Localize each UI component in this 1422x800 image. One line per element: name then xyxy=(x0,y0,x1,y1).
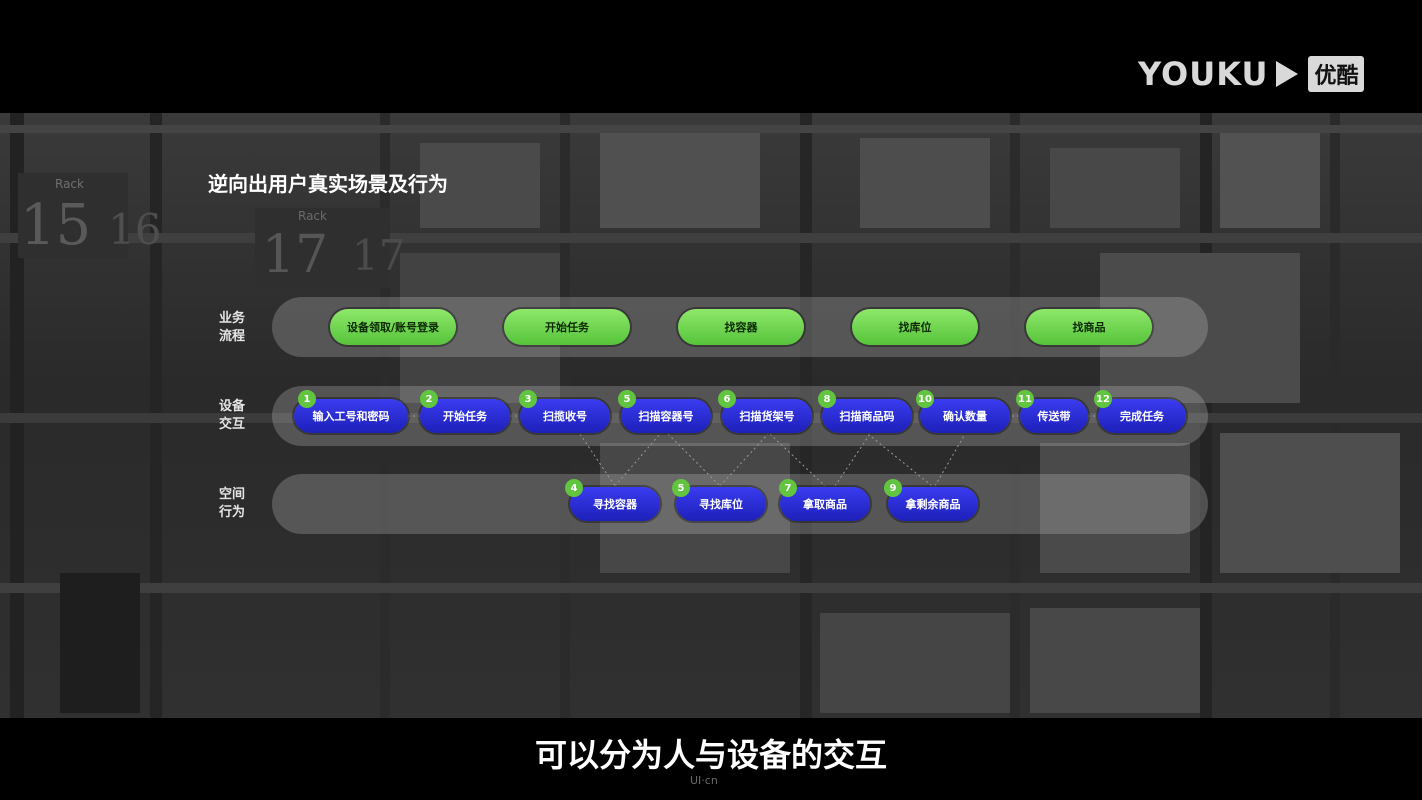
letterbox-bottom xyxy=(0,718,1422,800)
step-number-badge: 10 xyxy=(916,390,934,408)
step-number-badge: 3 xyxy=(519,390,537,408)
device-step-label: 确认数量 xyxy=(943,410,987,423)
slide-title: 逆向出用户真实场景及行为 xyxy=(208,172,448,196)
site-watermark: UI·cn xyxy=(690,774,718,787)
flow-step-login[interactable]: 设备领取/账号登录 xyxy=(330,309,456,345)
flow-step-label: 找商品 xyxy=(1072,321,1106,334)
device-step-label: 扫描容器号 xyxy=(638,410,694,423)
device-step-label: 扫揽收号 xyxy=(543,410,587,423)
space-step-label: 拿取商品 xyxy=(803,498,847,511)
device-step-label: 传送带 xyxy=(1037,410,1071,423)
step-number-badge: 7 xyxy=(779,479,797,497)
youku-cn-badge: 优酷 xyxy=(1308,56,1365,92)
step-number-badge: 6 xyxy=(718,390,736,408)
step-number-badge: 1 xyxy=(298,390,316,408)
step-number-badge: 11 xyxy=(1016,390,1034,408)
rack-sign-number: 17 xyxy=(262,225,329,285)
flow-step-label: 找库位 xyxy=(898,321,932,334)
youku-logo: YOUKU 优酷 xyxy=(1138,55,1365,93)
row-label-text: 业务流程 xyxy=(218,311,245,344)
flow-step-find-goods[interactable]: 找商品 xyxy=(1026,309,1152,345)
space-step-label: 拿剩余商品 xyxy=(905,498,961,511)
step-number-badge: 4 xyxy=(565,479,583,497)
step-number-badge: 2 xyxy=(420,390,438,408)
space-step-label: 寻找库位 xyxy=(699,498,743,511)
space-step[interactable]: 拿剩余商品 xyxy=(888,487,978,521)
device-step[interactable]: 传送带 xyxy=(1020,399,1088,433)
step-number-badge: 9 xyxy=(884,479,902,497)
step-number-badge: 8 xyxy=(818,390,836,408)
space-step[interactable]: 寻找容器 xyxy=(570,487,660,521)
space-step-label: 寻找容器 xyxy=(593,498,637,511)
device-step-label: 扫描商品码 xyxy=(839,410,895,423)
device-step[interactable]: 确认数量 xyxy=(920,399,1010,433)
flow-step-start-task[interactable]: 开始任务 xyxy=(504,309,630,345)
device-step[interactable]: 扫描货架号 xyxy=(722,399,812,433)
device-step-label: 扫描货架号 xyxy=(739,410,795,423)
device-step[interactable]: 扫描商品码 xyxy=(822,399,912,433)
row-label-text: 设备交互 xyxy=(218,399,245,432)
device-step[interactable]: 扫描容器号 xyxy=(621,399,711,433)
device-step[interactable]: 完成任务 xyxy=(1098,399,1186,433)
device-step-label: 输入工号和密码 xyxy=(312,410,390,423)
flow-step-label: 设备领取/账号登录 xyxy=(346,321,440,334)
rack-sign-label: Rack xyxy=(55,177,84,191)
row-label-text: 空间行为 xyxy=(218,487,245,520)
step-number-badge: 5 xyxy=(618,390,636,408)
step-number-badge: 5 xyxy=(672,479,690,497)
flow-step-find-location[interactable]: 找库位 xyxy=(852,309,978,345)
rack-sign-number: 17 xyxy=(352,231,406,280)
youku-wordmark: YOUKU xyxy=(1138,55,1269,93)
flow-step-label: 开始任务 xyxy=(545,321,589,334)
row-label-business: 业务流程 xyxy=(212,310,252,346)
row-label-device: 设备交互 xyxy=(212,398,252,434)
device-step-label: 完成任务 xyxy=(1120,410,1164,423)
row-label-space: 空间行为 xyxy=(212,486,252,522)
step-number-badge: 12 xyxy=(1094,390,1112,408)
video-subtitle: 可以分为人与设备的交互 xyxy=(534,736,887,774)
space-step[interactable]: 寻找库位 xyxy=(676,487,766,521)
rack-sign-number: 16 xyxy=(108,205,162,254)
letterbox-top xyxy=(0,0,1422,113)
rack-sign-label: Rack xyxy=(298,209,327,223)
device-step-label: 开始任务 xyxy=(443,410,487,423)
play-arrow-icon xyxy=(1276,61,1299,87)
flow-step-label: 找容器 xyxy=(724,321,758,334)
space-step[interactable]: 拿取商品 xyxy=(780,487,870,521)
rack-sign-number: 15 xyxy=(20,193,92,258)
flow-step-find-container[interactable]: 找容器 xyxy=(678,309,804,345)
